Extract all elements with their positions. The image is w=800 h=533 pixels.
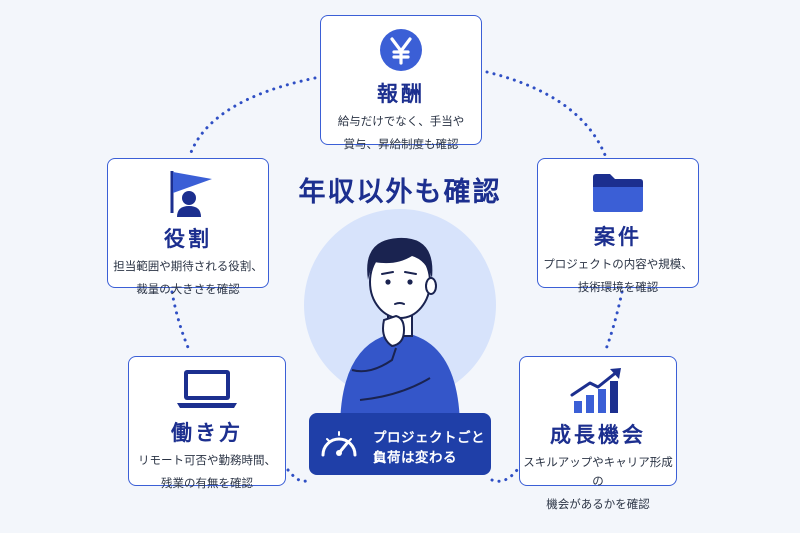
folder-icon — [593, 174, 643, 212]
banner-line1: プロジェクトごとに — [373, 430, 485, 466]
gauge-icon — [321, 431, 357, 457]
card-workstyle: 働き方 リモート可否や勤務時間、 残業の有無を確認 — [128, 356, 286, 490]
card-title: 報酬 — [377, 82, 425, 106]
center-title: 年収以外も確認 — [298, 177, 502, 208]
yen-icon — [380, 29, 422, 71]
card-project: 案件 プロジェクトの内容や規模、 技術環境を確認 — [537, 158, 699, 294]
growth-chart-icon — [570, 368, 621, 413]
card-role: 役割 担当範囲や期待される役割、 裁量の大きさを確認 — [107, 158, 269, 296]
flag-person-icon — [170, 171, 212, 217]
card-desc-line1: リモート可否や勤務時間、 — [138, 453, 276, 467]
card-reward: 報酬 給与だけでなく、手当や 賞与、昇給制度も確認 — [320, 15, 482, 151]
card-desc-line2: 残業の有無を確認 — [161, 476, 253, 490]
card-desc-line2: 賞与、昇給制度も確認 — [343, 137, 459, 151]
thinking-person-illustration — [304, 209, 496, 430]
card-desc-line1: スキルアップやキャリア形成の — [523, 455, 673, 488]
load-banner: プロジェクトごとに 負荷は変わる — [309, 413, 491, 475]
card-growth: 成長機会 スキルアップやキャリア形成の 機会があるかを確認 — [519, 356, 677, 511]
card-desc-line2: 裁量の大きさを確認 — [136, 282, 240, 296]
card-title: 案件 — [594, 225, 642, 249]
card-desc-line1: 担当範囲や期待される役割、 — [113, 259, 263, 273]
card-title: 成長機会 — [550, 423, 646, 447]
card-title: 働き方 — [171, 421, 243, 445]
card-desc-line2: 技術環境を確認 — [577, 280, 659, 294]
banner-line2: 負荷は変わる — [373, 450, 457, 466]
card-desc-line1: プロジェクトの内容や規模、 — [543, 257, 693, 271]
laptop-icon — [177, 370, 237, 408]
card-title: 役割 — [164, 227, 212, 251]
card-desc-line2: 機会があるかを確認 — [546, 497, 650, 511]
card-desc-line1: 給与だけでなく、手当や — [337, 114, 465, 128]
